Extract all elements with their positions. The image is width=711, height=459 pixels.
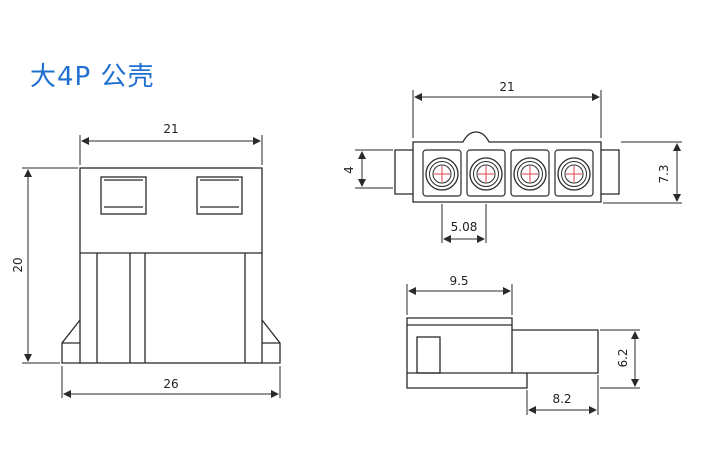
pin-cavity xyxy=(422,149,462,197)
dim-label-front-base: 26 xyxy=(163,377,178,391)
dim-label-end-left: 4 xyxy=(342,166,356,174)
dim-label-side-top: 9.5 xyxy=(449,274,468,288)
page-title: 大4P 公壳 xyxy=(30,62,155,92)
dim-label-pin-pitch: 5.08 xyxy=(451,220,478,234)
latch-window-left xyxy=(100,176,147,215)
dim-front-height xyxy=(22,167,78,364)
dim-end-top xyxy=(412,90,602,138)
dim-label-end-right: 7.3 xyxy=(657,164,671,183)
front-view xyxy=(61,167,281,364)
side-view xyxy=(406,317,599,389)
pin-cavity xyxy=(554,149,594,197)
pin-cavity xyxy=(510,149,550,197)
end-housing-outline xyxy=(394,131,620,203)
front-housing-body xyxy=(79,167,263,364)
dim-side-top xyxy=(406,284,513,315)
dim-front-base xyxy=(61,366,281,398)
flange-right xyxy=(261,319,281,364)
pin-group xyxy=(422,149,594,197)
dim-label-front-height: 20 xyxy=(11,257,25,272)
flange-left xyxy=(61,319,81,364)
dim-label-side-bottom: 8.2 xyxy=(552,392,571,406)
dim-side-height xyxy=(600,329,640,389)
dim-label-end-top: 21 xyxy=(499,80,514,94)
dim-end-left xyxy=(355,149,393,189)
dim-side-bottom xyxy=(526,375,599,415)
dim-front-top xyxy=(79,135,263,165)
dim-end-right xyxy=(603,141,682,204)
pin-cavity xyxy=(466,149,506,197)
dim-pin-pitch xyxy=(441,204,487,243)
dim-label-side-height: 6.2 xyxy=(616,348,630,367)
latch-window-right xyxy=(196,176,243,215)
end-view xyxy=(394,131,620,203)
side-housing-outline xyxy=(406,317,599,389)
dim-label-front-top: 21 xyxy=(163,122,178,136)
